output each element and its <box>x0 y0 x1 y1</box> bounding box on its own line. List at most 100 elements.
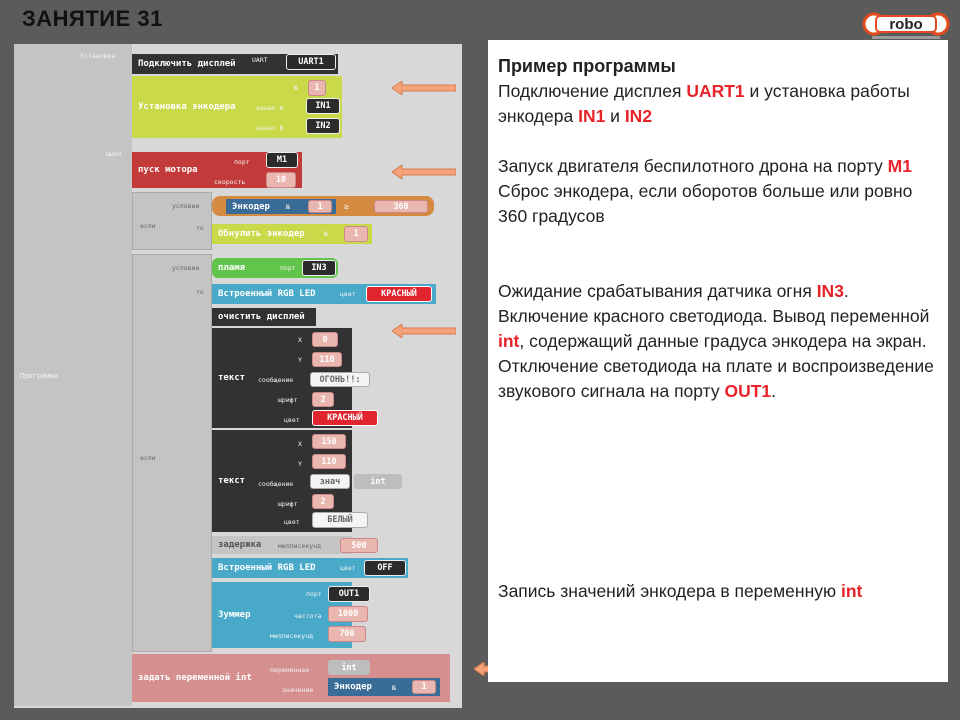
clear-display-block[interactable]: очистить дисплей <box>212 308 316 326</box>
if-block-2[interactable] <box>132 254 212 652</box>
motor-speed-value[interactable]: 10 <box>266 172 296 188</box>
text-segment: Запись значений энкодера в переменную <box>498 581 841 601</box>
encoder-cha-value[interactable]: IN1 <box>306 98 340 114</box>
led-off-label: Встроенный RGB LED <box>218 563 316 573</box>
text-1-label: текст <box>218 373 246 383</box>
if-2-then-label: то <box>196 288 204 296</box>
text-2-msg-prefix[interactable]: знач <box>310 474 350 489</box>
set-variable-var-value[interactable]: int <box>328 660 370 675</box>
set-variable-num-label: № <box>392 684 396 692</box>
compare-value[interactable]: 360 <box>374 200 428 213</box>
text-1-x-label: X <box>298 336 302 344</box>
text-1-msg-label: сообщение <box>258 376 294 384</box>
description-panel: Пример программы Подключение дисплея UAR… <box>488 40 948 682</box>
buzzer-label: Зуммер <box>218 610 251 620</box>
text-2-x-value[interactable]: 150 <box>312 434 346 449</box>
encoder-reset-label: Обнулить энкодер <box>218 229 305 239</box>
set-variable-num-value[interactable]: 1 <box>412 680 436 694</box>
highlight-term: IN3 <box>816 281 844 301</box>
led-off-block[interactable]: Встроенный RGB LED <box>212 558 408 578</box>
encoder-num-value[interactable]: 1 <box>308 80 326 96</box>
text-1-font-label: шрифт <box>278 396 298 404</box>
flame-sensor-label: пламя <box>218 263 246 273</box>
if-1-label: если <box>140 222 156 230</box>
buzzer-port-value[interactable]: OUT1 <box>328 586 370 602</box>
text-segment: Ожидание срабатывания датчика огня <box>498 281 817 301</box>
if-1-cond-label: условие <box>172 202 200 210</box>
delay-ms-label: миллисекунд <box>278 542 322 550</box>
buzzer-ms-value[interactable]: 700 <box>328 626 366 642</box>
led-off-color-label: цвет <box>340 564 356 572</box>
text-2-color-value[interactable]: БЕЛЫЙ <box>312 512 368 528</box>
text-segment: и <box>605 106 625 126</box>
led-off-color-value[interactable]: OFF <box>364 560 406 576</box>
delay-block[interactable]: задержка <box>212 536 352 554</box>
text-2-font-value[interactable]: 2 <box>312 494 334 509</box>
setup-label: Установка <box>80 52 116 60</box>
encoder-reset-block[interactable]: Обнулить энкодер <box>212 224 372 244</box>
set-variable-value-label: значение <box>282 686 314 694</box>
motor-speed-label: скорость <box>214 178 246 186</box>
if-2-cond-label: условие <box>172 264 200 272</box>
text-segment: . Включение красного светодиода. Вывод п… <box>498 281 930 326</box>
display-connect-label: Подключить дисплей <box>138 59 236 69</box>
panel-paragraph-encoder-reset: Сброс энкодера, если оборотов больше или… <box>498 179 938 229</box>
buzzer-freq-value[interactable]: 1000 <box>328 606 368 622</box>
text-segment: . <box>771 381 777 401</box>
arrow-icon-motor <box>392 165 456 179</box>
buzzer-freq-label: частота <box>294 612 322 620</box>
encoder-chb-value[interactable]: IN2 <box>306 118 340 134</box>
text-1-y-value[interactable]: 110 <box>312 352 342 367</box>
text-segment: Подключение дисплея <box>498 81 687 101</box>
panel-heading: Пример программы <box>498 56 676 76</box>
highlight-term: int <box>498 331 520 351</box>
flame-port-label: порт <box>280 264 296 272</box>
panel-paragraph-motor: Запуск двигателя беспилотного дрона на п… <box>498 154 938 179</box>
text-segment: Запуск двигателя беспилотного дрона на п… <box>498 156 888 176</box>
highlight-term: IN1 <box>578 106 606 126</box>
text-2-font-label: шрифт <box>278 500 298 508</box>
reset-num-label: № <box>324 230 328 238</box>
highlight-term: M1 <box>887 156 912 176</box>
if-1-then-label: то <box>196 224 204 232</box>
text-1-font-value[interactable]: 2 <box>312 392 334 407</box>
text-2-color-label: цвет <box>284 518 300 526</box>
if-2-label: если <box>140 454 156 462</box>
program-root-block[interactable] <box>14 44 132 706</box>
compare-num-value[interactable]: 1 <box>308 200 332 213</box>
buzzer-port-label: порт <box>306 590 322 598</box>
loop-label: Цикл <box>106 150 122 158</box>
panel-paragraph-flame: Ожидание срабатывания датчика огня IN3. … <box>498 279 938 404</box>
panel-paragraph-variable: Запись значений энкодера в переменную in… <box>498 579 938 604</box>
encoder-chb-label: канал B <box>256 124 284 132</box>
text-1-color-label: цвет <box>284 416 300 424</box>
text-2-msg-value[interactable]: int <box>354 474 402 489</box>
text-segment: и установка работы энкодера <box>498 81 910 126</box>
text-segment: Сброс энкодера, если оборотов больше или… <box>498 181 913 226</box>
motor-port-value[interactable]: M1 <box>266 152 298 168</box>
encoder-cha-label: канал A <box>256 104 284 112</box>
text-2-y-value[interactable]: 110 <box>312 454 346 469</box>
set-variable-encoder-label: Энкодер <box>334 682 372 692</box>
buzzer-ms-label: миллисекунд <box>270 632 314 640</box>
flame-port-value[interactable]: IN3 <box>302 260 336 276</box>
program-root-label: Программа <box>20 372 58 380</box>
program-canvas: Программа Установка Цикл Подключить дисп… <box>14 44 462 708</box>
slide-title: ЗАНЯТИЕ 31 <box>22 6 163 31</box>
if-block-1[interactable] <box>132 192 212 250</box>
reset-num-value[interactable]: 1 <box>344 226 368 242</box>
delay-label: задержка <box>218 540 262 550</box>
led-on-color-label: цвет <box>340 290 356 298</box>
display-port-value[interactable]: UART1 <box>286 54 336 70</box>
led-on-color-value[interactable]: КРАСНЫЙ <box>366 286 432 302</box>
highlight-term: OUT1 <box>724 381 772 401</box>
set-variable-var-label: переменная <box>270 666 310 674</box>
clear-display-label: очистить дисплей <box>218 312 305 322</box>
text-2-msg-label: сообщение <box>258 480 294 488</box>
text-1-color-value[interactable]: КРАСНЫЙ <box>312 410 378 426</box>
compare-op: ≥ <box>344 202 349 211</box>
text-segment: , содержащий данные градуса энкодера на … <box>498 331 934 401</box>
text-1-x-value[interactable]: 0 <box>312 332 338 347</box>
delay-ms-value[interactable]: 500 <box>340 538 378 553</box>
text-1-msg-value[interactable]: ОГОНЬ!!: <box>310 372 370 387</box>
